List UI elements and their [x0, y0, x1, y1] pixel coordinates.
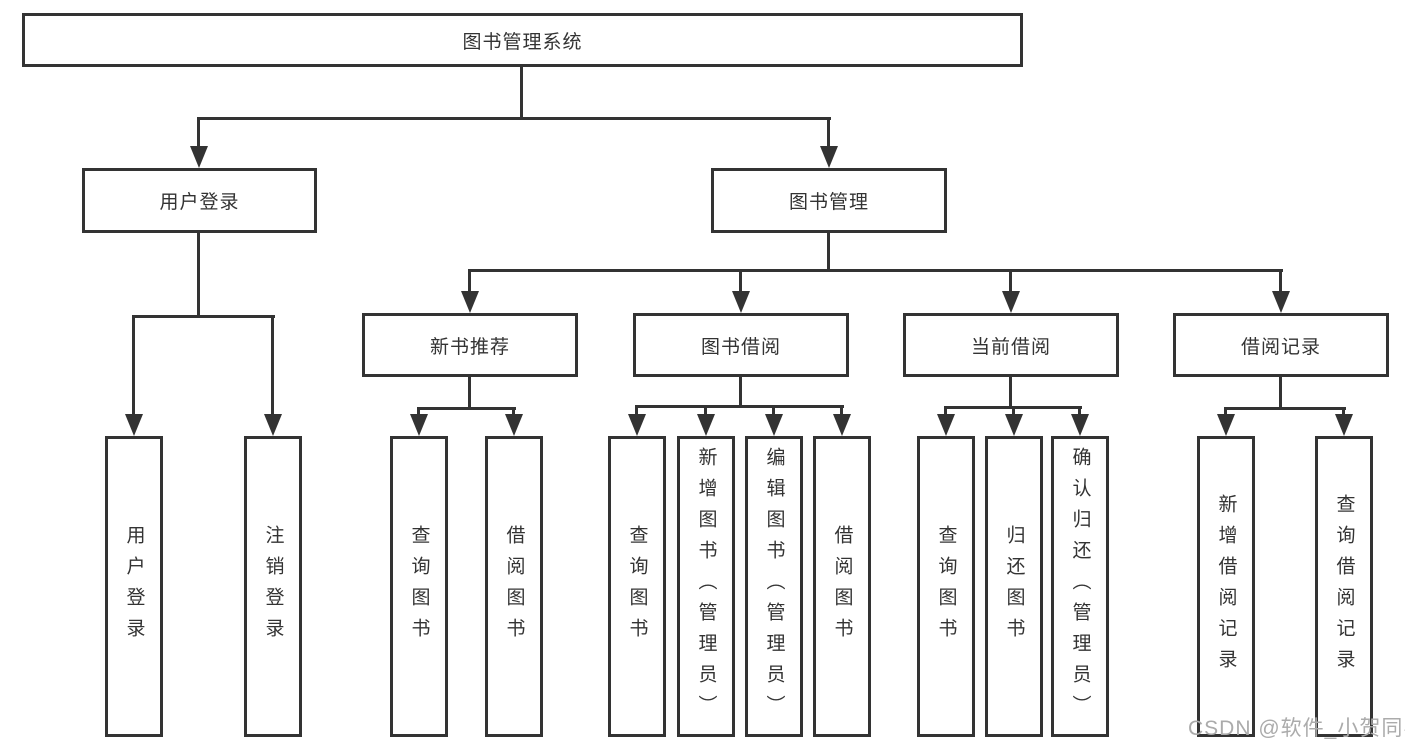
connector-leaf-stem [1224, 407, 1227, 416]
connector-leaf-stem [635, 405, 638, 416]
node-label: 图书借阅 [700, 336, 781, 358]
node-user-login: 用户登录 [82, 168, 317, 233]
leaf-book-borrow-borrow: 借阅图书 [813, 436, 871, 737]
csdn-watermark: CSDN @软件_小贺同学 [1188, 717, 1405, 740]
leaf-label: 确认归还（管理员） [1069, 447, 1091, 726]
arrow-down-icon [410, 414, 428, 436]
leaf-label: 归还图书 [1003, 524, 1025, 649]
connector-leaf-stem [417, 407, 420, 416]
node-label: 当前借阅 [970, 336, 1051, 358]
leaf-book-borrow-add-admin: 新增图书（管理员） [677, 436, 735, 737]
leaf-borrow-record-add: 新增借阅记录 [1197, 436, 1255, 737]
arrow-down-icon [732, 291, 750, 313]
connector-root-hline [197, 117, 831, 120]
arrow-down-icon [628, 414, 646, 436]
connector-book-mgmt-hline [468, 269, 1283, 272]
leaf-label: 新增图书（管理员） [695, 447, 717, 726]
node-library-management-system: 图书管理系统 [22, 13, 1023, 67]
arrow-down-icon [1005, 414, 1023, 436]
connector-root-stem [520, 67, 523, 120]
leaf-current-borrow-return: 归还图书 [985, 436, 1043, 737]
leaf-label: 用户登录 [123, 524, 145, 649]
node-label: 图书管理系统 [462, 31, 583, 53]
arrow-down-icon [505, 414, 523, 436]
arrow-down-icon [697, 414, 715, 436]
connector-to-leaf-login [132, 315, 135, 416]
node-label: 用户登录 [159, 192, 240, 213]
arrow-down-icon [264, 414, 282, 436]
leaf-label: 查询图书 [408, 524, 430, 649]
node-book-borrow: 图书借阅 [633, 313, 849, 377]
connector-leaf-stem [1078, 406, 1081, 416]
node-label: 新书推荐 [429, 336, 510, 358]
leaf-label: 注销登录 [262, 524, 284, 649]
leaf-logout: 注销登录 [244, 436, 302, 737]
connector-leaf-stem [772, 405, 775, 416]
node-current-borrow: 当前借阅 [903, 313, 1119, 377]
leaf-borrow-record-query: 查询借阅记录 [1315, 436, 1373, 737]
node-label: 图书管理 [788, 192, 869, 213]
arrow-down-icon [765, 414, 783, 436]
arrow-down-icon [190, 146, 208, 168]
connector-borrow-record-stem [1279, 377, 1282, 410]
arrow-down-icon [1071, 414, 1089, 436]
node-borrow-record: 借阅记录 [1173, 313, 1389, 377]
connector-leaf-stem [840, 405, 843, 416]
leaf-new-book-query: 查询图书 [390, 436, 448, 737]
arrow-down-icon [1217, 414, 1235, 436]
leaf-label: 查询图书 [626, 524, 648, 649]
arrow-down-icon [1272, 291, 1290, 313]
leaf-current-borrow-confirm-admin: 确认归还（管理员） [1051, 436, 1109, 737]
connector-borrow-record-hline [1224, 407, 1346, 410]
connector-new-book-stem [468, 377, 471, 410]
arrow-down-icon [461, 291, 479, 313]
node-new-book-recommend: 新书推荐 [362, 313, 578, 377]
arrow-down-icon [820, 146, 838, 168]
leaf-book-borrow-query: 查询图书 [608, 436, 666, 737]
arrow-down-icon [1335, 414, 1353, 436]
connector-new-book-hline [417, 407, 516, 410]
node-label: 借阅记录 [1240, 336, 1321, 358]
arrow-down-icon [937, 414, 955, 436]
connector-to-leaf-logout [271, 315, 274, 416]
connector-leaf-stem [512, 407, 515, 416]
connector-book-borrow-hline [635, 405, 844, 408]
arrow-down-icon [1002, 291, 1020, 313]
connector-book-borrow-stem [739, 377, 742, 408]
leaf-label: 编辑图书（管理员） [763, 447, 785, 726]
connector-leaf-stem [944, 406, 947, 416]
leaf-new-book-borrow: 借阅图书 [485, 436, 543, 737]
connector-to-borrow-record [1279, 269, 1282, 294]
connector-leaf-stem [1342, 407, 1345, 416]
arrow-down-icon [833, 414, 851, 436]
leaf-book-borrow-edit-admin: 编辑图书（管理员） [745, 436, 803, 737]
connector-root-to-book-mgmt [827, 117, 830, 149]
connector-to-new-book [468, 269, 471, 294]
connector-current-borrow-stem [1009, 377, 1012, 409]
arrow-down-icon [125, 414, 143, 436]
connector-to-book-borrow [739, 269, 742, 294]
connector-to-current-borrow [1009, 269, 1012, 294]
connector-leaf-stem [1012, 406, 1015, 416]
leaf-user-login: 用户登录 [105, 436, 163, 737]
node-book-management: 图书管理 [711, 168, 947, 233]
leaf-label: 查询借阅记录 [1333, 493, 1355, 680]
connector-root-to-user-login [197, 117, 200, 149]
leaf-label: 查询图书 [935, 524, 957, 649]
leaf-label: 借阅图书 [831, 524, 853, 649]
leaf-current-borrow-query: 查询图书 [917, 436, 975, 737]
connector-user-login-hline [132, 315, 275, 318]
connector-leaf-stem [704, 405, 707, 416]
leaf-label: 借阅图书 [503, 524, 525, 649]
leaf-label: 新增借阅记录 [1215, 493, 1237, 680]
connector-user-login-stem [197, 233, 200, 318]
connector-book-mgmt-stem [827, 233, 830, 272]
